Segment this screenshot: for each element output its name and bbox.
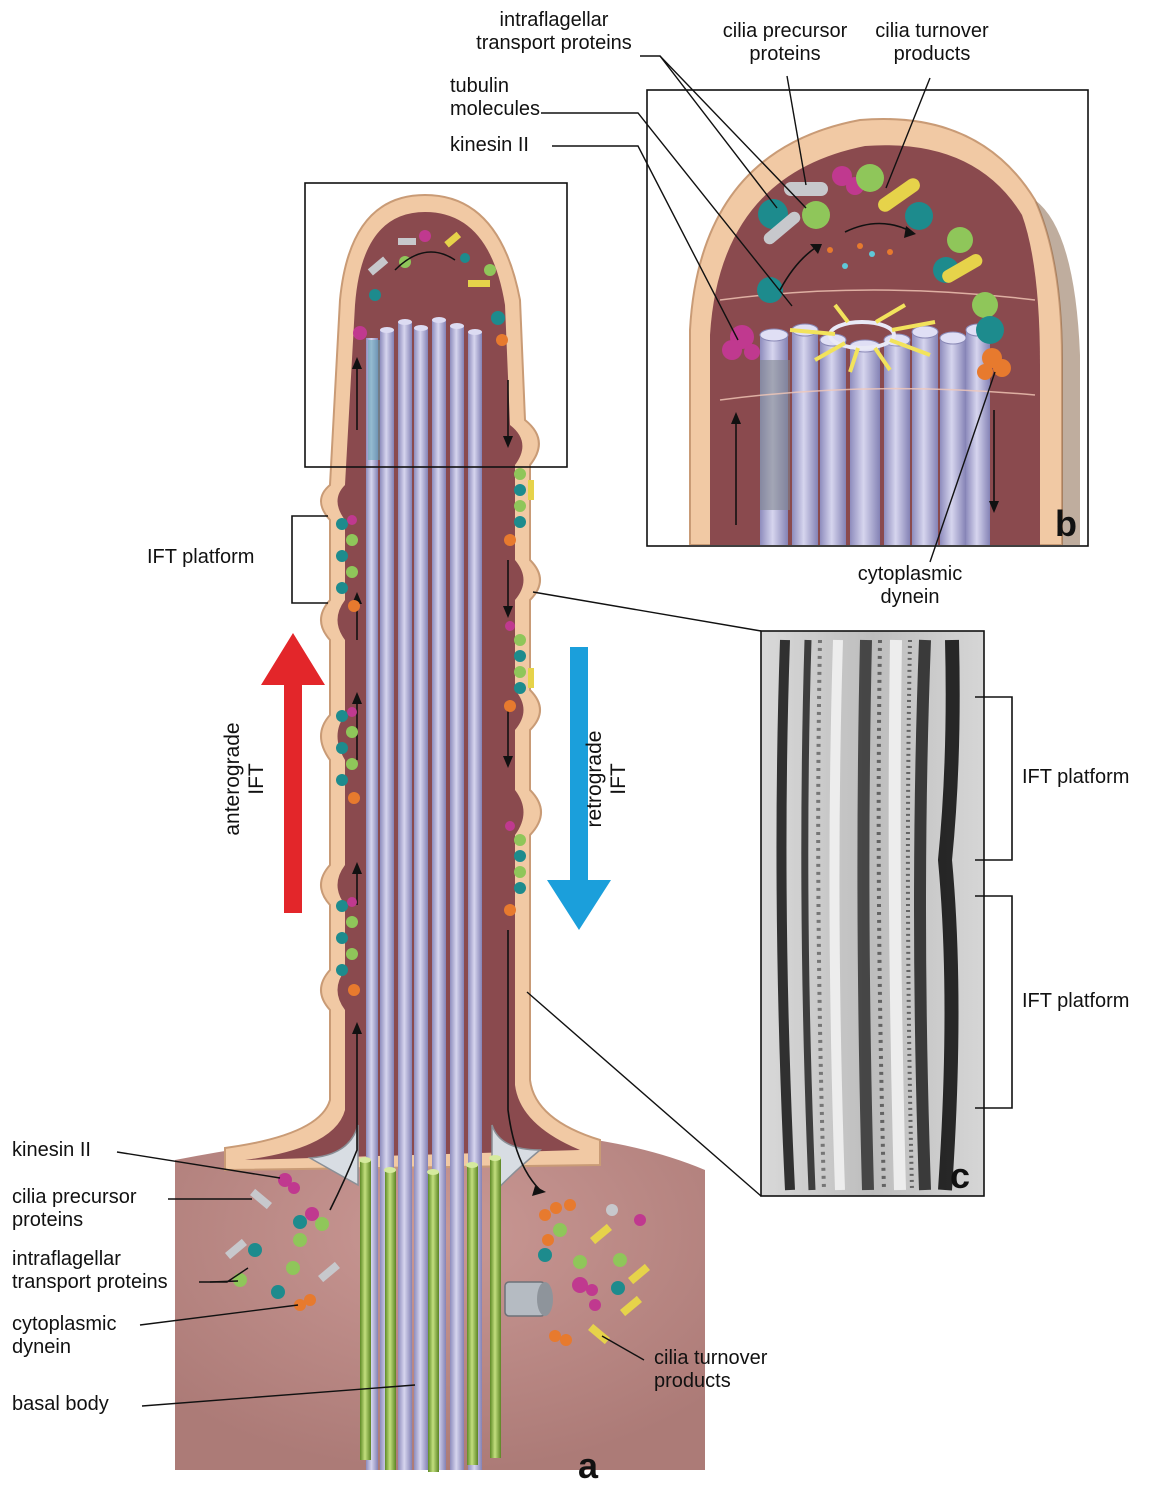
label-b-ift-proteins: intraflagellar transport proteins	[438, 9, 670, 55]
panel-letter-c: c	[950, 1158, 970, 1194]
label-b-turnover: cilia turnover products	[862, 20, 1002, 66]
label-a-turnover: cilia turnover products	[654, 1347, 824, 1393]
label-a-kinesin: kinesin II	[12, 1139, 152, 1162]
label-retrograde: retrograde IFT	[583, 699, 633, 859]
label-a-precursor: cilia precursor proteins	[12, 1186, 182, 1232]
label-a-ift-platform: IFT platform	[147, 546, 297, 569]
panel-letter-b: b	[1055, 506, 1077, 542]
label-b-tubulin: tubulin molecules	[450, 75, 610, 121]
label-c-ift-platform-2: IFT platform	[1022, 990, 1152, 1013]
label-anterograde: anterograde IFT	[221, 699, 271, 859]
panel-b	[647, 90, 1088, 546]
label-a-basal-body: basal body	[12, 1393, 152, 1416]
label-a-dynein: cytoplasmic dynein	[12, 1313, 152, 1359]
organelle	[505, 1282, 553, 1316]
ift-platform-bracket	[292, 516, 328, 603]
panel-letter-a: a	[578, 1448, 598, 1484]
label-b-precursor: cilia precursor proteins	[710, 20, 860, 66]
label-b-kinesin: kinesin II	[450, 134, 610, 157]
label-c-ift-platform-1: IFT platform	[1022, 766, 1152, 789]
label-b-dynein: cytoplasmic dynein	[820, 563, 1000, 609]
label-a-ift-proteins: intraflagellar transport proteins	[12, 1248, 212, 1294]
panel-c	[761, 631, 984, 1196]
